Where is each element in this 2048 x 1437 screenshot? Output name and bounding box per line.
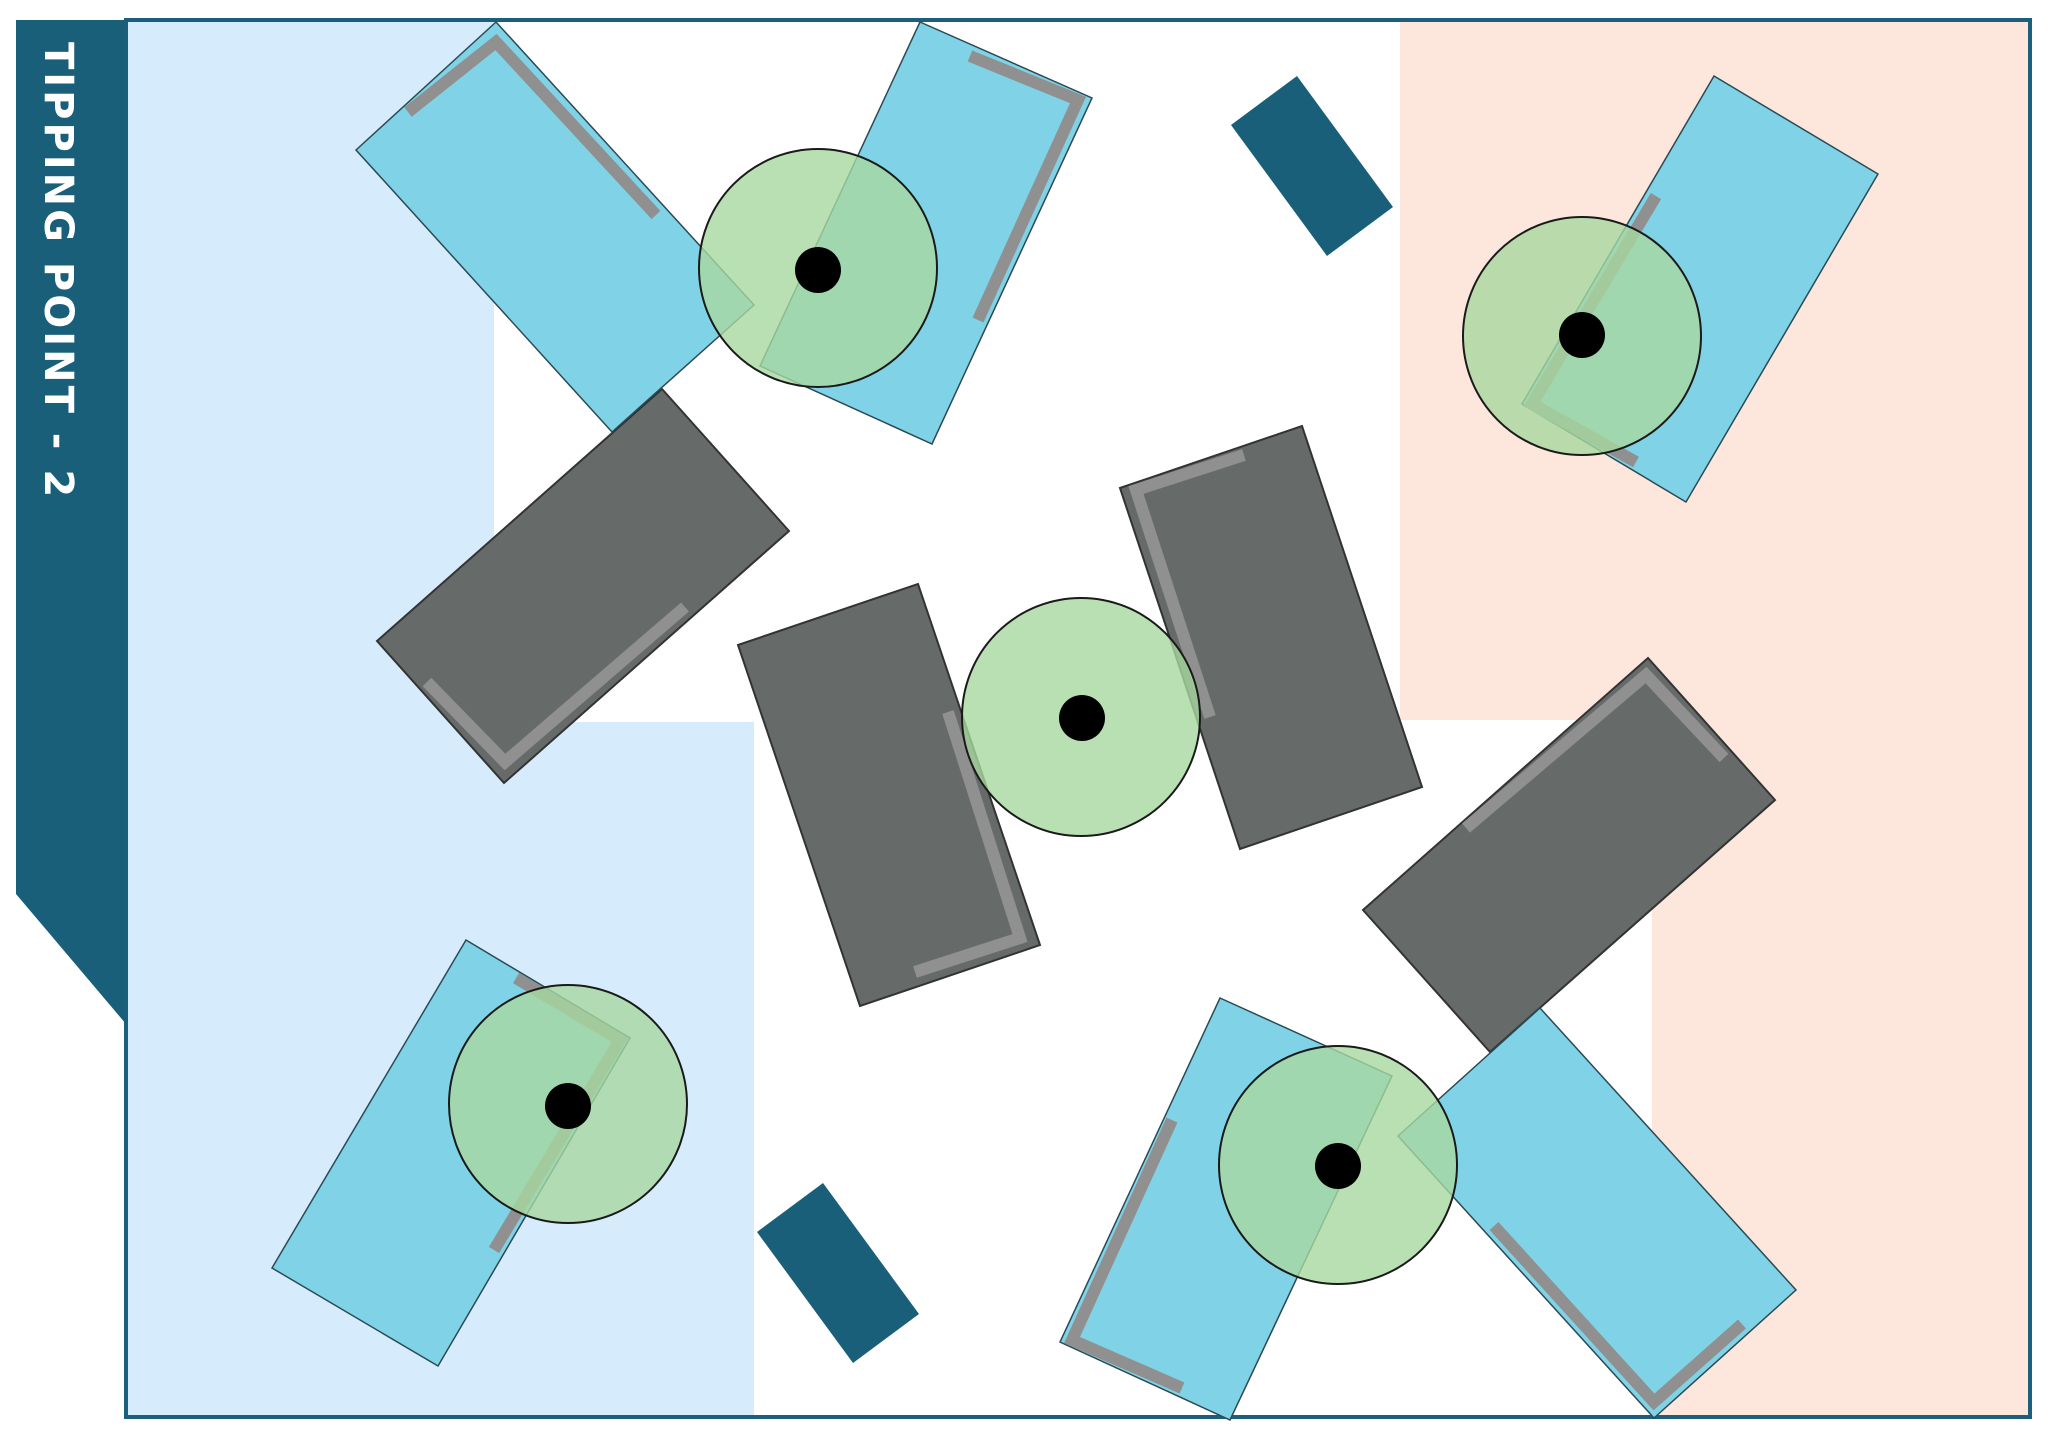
banner-title: TIPPING POINT - 2: [35, 42, 81, 500]
ring-bottom-right: [1218, 1045, 1458, 1285]
ring-top-left: [698, 148, 938, 388]
platform-bottom: [757, 1183, 919, 1363]
ring-bottom-left: [448, 984, 688, 1224]
ring-top-right: [1462, 216, 1702, 456]
platform-top: [1231, 76, 1393, 256]
platforms: [757, 76, 1393, 1363]
title-banner: TIPPING POINT - 2: [16, 20, 126, 1024]
rings: [448, 148, 1702, 1285]
blue-goal-bottom-right: [1396, 1006, 1798, 1420]
ring-center-dot: [795, 247, 841, 293]
ring-center-dot: [545, 1083, 591, 1129]
neutral-goal-right: [1361, 656, 1777, 1054]
neutral-goal-center-left: [736, 582, 1042, 1008]
ring-center-dot: [1559, 312, 1605, 358]
neutral-goals: [375, 387, 1777, 1054]
banner-shape: [16, 20, 126, 1024]
neutral-goal-left: [375, 387, 791, 785]
ring-center: [961, 597, 1201, 837]
ring-center-dot: [1059, 695, 1105, 741]
ring-center-dot: [1315, 1143, 1361, 1189]
